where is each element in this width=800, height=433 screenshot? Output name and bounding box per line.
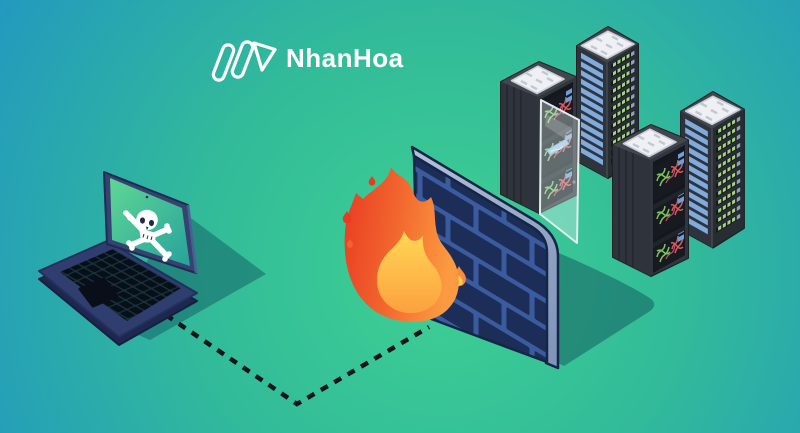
attack-path-dotted-line [164,313,431,407]
server-rack-group [501,27,744,277]
fire-flame [344,167,459,323]
laptop-lid-edge [186,204,198,274]
skull-crossbones-icon [123,209,172,262]
server-rack-back-left [501,62,580,244]
rack-glass-door [539,99,580,244]
server-rack-right [681,92,744,248]
brand-text: NhanHoa [286,43,404,73]
nhanhoa-w-icon [211,40,277,82]
webcam-dot [145,195,149,199]
firewall-shadow [552,250,655,366]
server-rack-front-middle [613,125,688,277]
door-handle [572,180,576,184]
nhanhoa-logo: NhanHoa [211,40,404,82]
laptop-touchpad [78,277,119,308]
rack-tray-cable [550,145,564,153]
laptop-keyboard-keys [60,249,181,321]
wall-brick-face [412,154,549,364]
malware-laptop [38,171,198,346]
firewall-wall [410,145,560,370]
flame-inner [376,231,442,314]
